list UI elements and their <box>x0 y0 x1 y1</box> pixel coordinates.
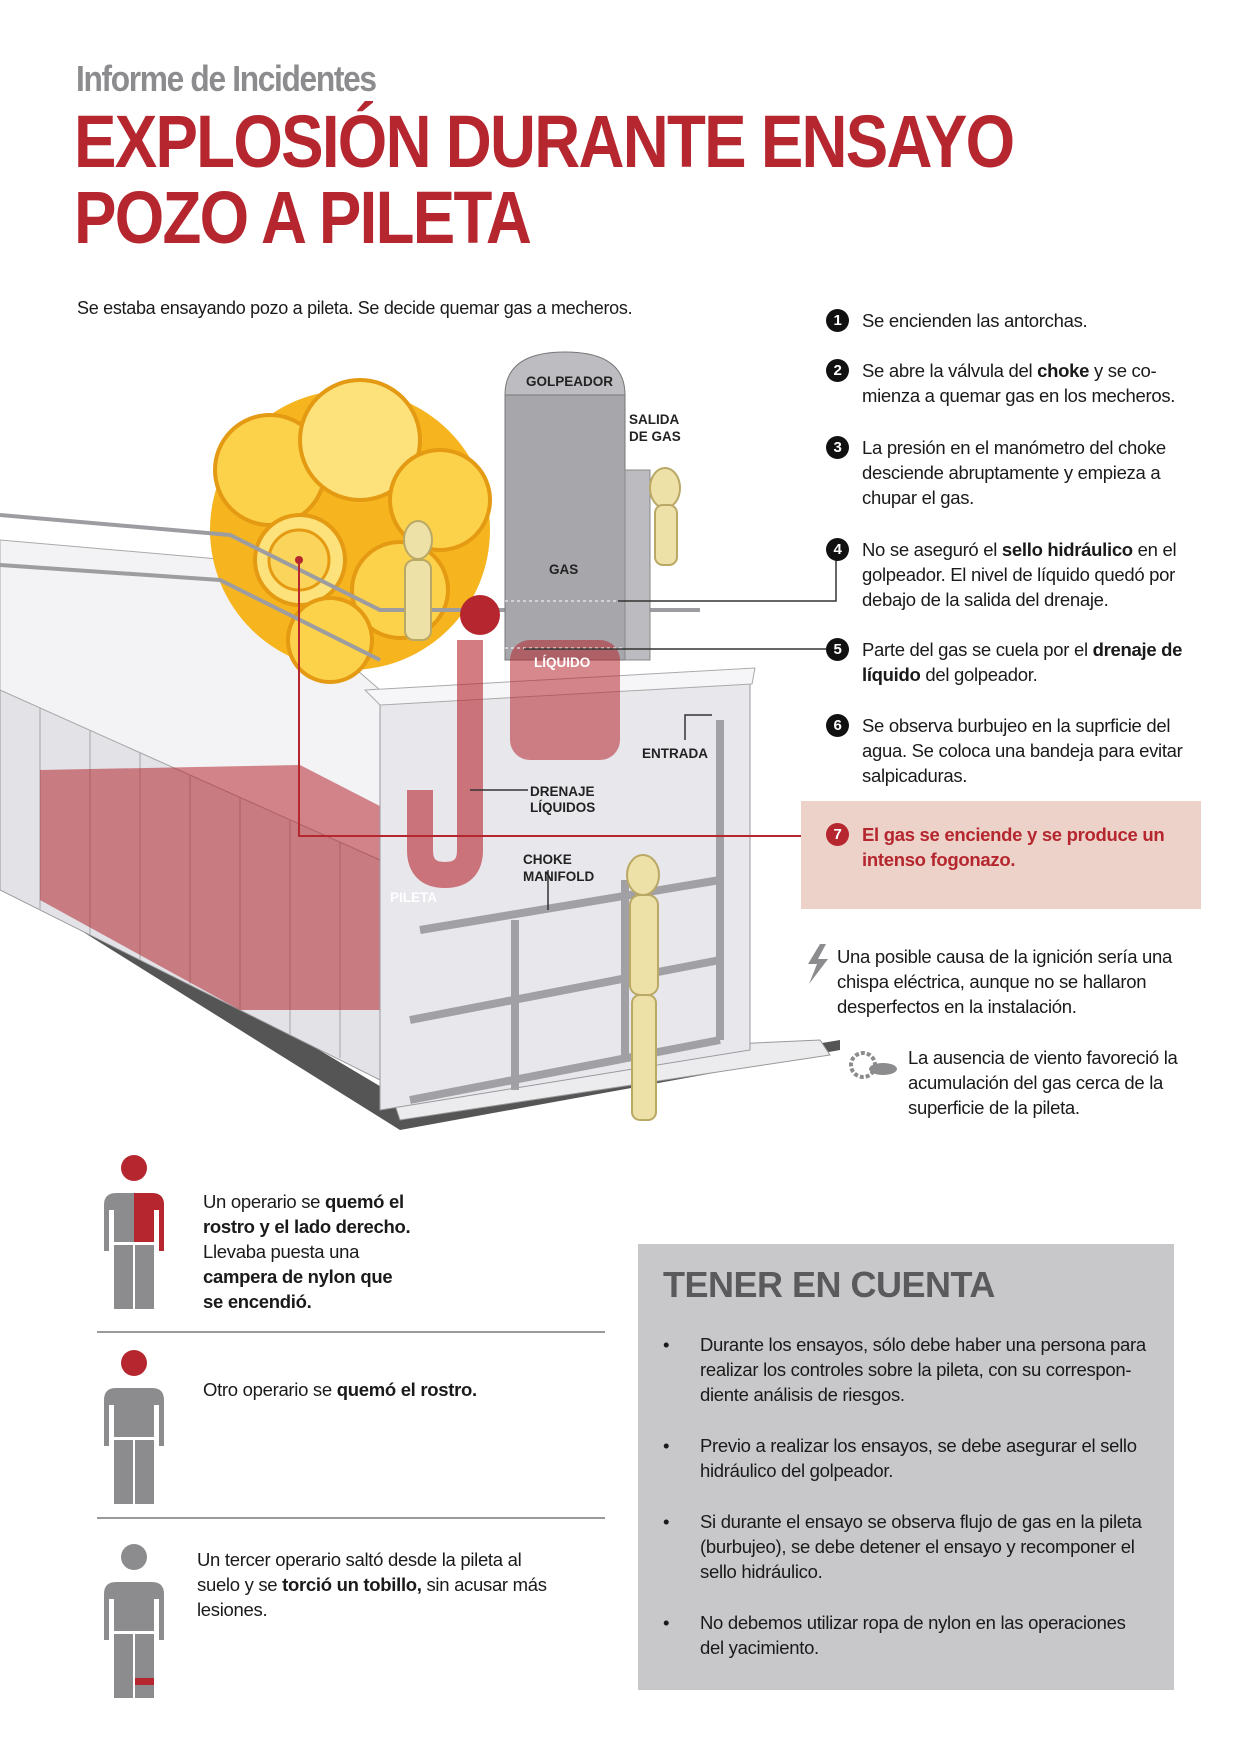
tener-en-cuenta-panel: TENER EN CUENTA Durante los ensayos, sól… <box>638 1244 1174 1690</box>
text: Parte del gas se cuela por el <box>862 639 1093 660</box>
text: Se observa burbujeo en la suprficie del … <box>862 715 1183 786</box>
label-pileta: PILETA <box>390 890 437 905</box>
pileta-liquid <box>40 765 485 1010</box>
drain-pipe <box>407 640 483 889</box>
ignition-note: Una posible causa de la ignición sería u… <box>837 946 1173 1017</box>
step-7: 7 El gas se enciende y se produce un inte… <box>826 822 1186 872</box>
step-2: 2 Se abre la válvula del choke y se co­mi… <box>826 358 1186 408</box>
page-title: EXPLOSIÓN DURANTE ENSAYO POZO A PILETA <box>74 100 1015 259</box>
text: Se encienden las antorchas. <box>862 310 1088 331</box>
sun-cloud-icon <box>849 1051 897 1079</box>
bold-text: El gas se enciende y se produce un inten… <box>862 824 1165 870</box>
text: Se abre la válvula del <box>862 360 1038 381</box>
incident-illustration: GOLPEADOR SALIDA DE GAS GAS LÍQUIDO ENTR… <box>0 351 840 1130</box>
text: Otro operario se <box>203 1379 337 1400</box>
step-number-badge: 4 <box>826 538 849 561</box>
text: Llevaba puesta una <box>203 1241 360 1262</box>
injured-person-icon <box>104 1155 164 1309</box>
divider <box>97 1517 605 1519</box>
recommendation-item: No debemos utilizar ropa de nylon en las… <box>638 1610 1148 1660</box>
recommendations-list: Durante los ensayos, sólo debe haber una… <box>638 1332 1148 1686</box>
bold-text: drenaje de líquido <box>862 639 1183 685</box>
leader-line-4 <box>618 560 837 602</box>
operator-figures <box>403 467 681 1121</box>
bold-text: campera de nylon que se encendió. <box>203 1266 393 1312</box>
injury-description: Un tercer operario saltó desde la pileta… <box>197 1547 567 1622</box>
text: sin acusar más lesiones. <box>197 1574 547 1620</box>
step-1: 1 Se encienden las antorchas. <box>826 308 1186 333</box>
step-number-badge: 1 <box>826 309 849 332</box>
label-drenaje-2: LÍQUIDOS <box>530 800 595 815</box>
report-kicker: Informe de Incidentes <box>76 58 377 99</box>
label-golpeador: GOLPEADOR <box>526 374 613 389</box>
step-7-highlight <box>801 801 1201 909</box>
recommendation-item: Durante los ensayos, sólo debe haber una… <box>638 1332 1148 1407</box>
label-drenaje: DRENAJE <box>530 784 595 799</box>
label-liquido: LÍQUIDO <box>534 655 590 670</box>
step-number-badge: 3 <box>826 436 849 459</box>
step-5: 5 Parte del gas se cuela por el drenaje d… <box>826 637 1186 687</box>
injury-description: Un operario se quemó el rostro y el lado… <box>203 1189 413 1314</box>
leader-line-7 <box>298 560 826 837</box>
injury-description: Otro operario se quemó el rostro. <box>203 1377 583 1402</box>
label-salida: SALIDA <box>629 412 680 427</box>
bold-text: quemó el rostro. <box>336 1379 477 1400</box>
step-number-badge: 5 <box>826 638 849 661</box>
recommendation-item: Previo a realizar los ensayos, se debe a… <box>638 1433 1148 1483</box>
text: del golpeador. <box>920 664 1038 685</box>
bold-text: choke <box>1037 360 1090 381</box>
bold-text: quemó el rostro y el lado dere­cho. <box>203 1191 411 1237</box>
label-choke: CHOKE <box>523 852 572 867</box>
label-entrada: ENTRADA <box>642 746 708 761</box>
text: Un tercer operario saltó desde la pileta… <box>197 1549 522 1595</box>
bold-text: torció un tobillo, <box>282 1574 422 1595</box>
title-line-2: POZO A PILETA <box>74 176 532 259</box>
intro-text: Se estaba ensayando pozo a pileta. Se de… <box>77 298 633 318</box>
title-line-1: EXPLOSIÓN DURANTE ENSAYO <box>74 100 1015 183</box>
step-4: 4 No se aseguró el sello hidráulico en el… <box>826 537 1186 612</box>
text: La presión en el manómetro del choke des… <box>862 437 1166 508</box>
text: en el golpeador. El nivel de líquido que… <box>862 539 1177 610</box>
text: No se aseguró el <box>862 539 1002 560</box>
step-number-badge: 7 <box>826 823 849 846</box>
lightning-icon <box>808 944 828 984</box>
injured-person-icon <box>104 1350 164 1504</box>
label-gas: GAS <box>549 562 578 577</box>
wind-note: La ausencia de viento favoreció la acumu… <box>908 1047 1178 1118</box>
bold-text: sello hidráulico <box>1001 539 1133 560</box>
step-number-badge: 6 <box>826 714 849 737</box>
panel-title: TENER EN CUENTA <box>663 1264 995 1305</box>
recommendation-item: Si durante el ensayo se observa flujo de… <box>638 1509 1148 1584</box>
golpeador-vessel <box>504 351 651 760</box>
step-3: 3 La presión en el manómetro del choke de… <box>826 435 1186 510</box>
divider <box>97 1331 605 1333</box>
label-salida-2: DE GAS <box>629 429 681 444</box>
text: y se co­mienza a quemar gas en los meche… <box>862 360 1176 406</box>
text: Un operario se <box>203 1191 325 1212</box>
injured-person-icon <box>104 1544 164 1698</box>
drain-valve <box>460 595 500 635</box>
choke-manifold <box>409 720 724 1104</box>
step-number-badge: 2 <box>826 359 849 382</box>
label-choke-2: MANIFOLD <box>523 869 594 884</box>
step-6: 6 Se observa burbujeo en la suprficie del… <box>826 713 1186 788</box>
